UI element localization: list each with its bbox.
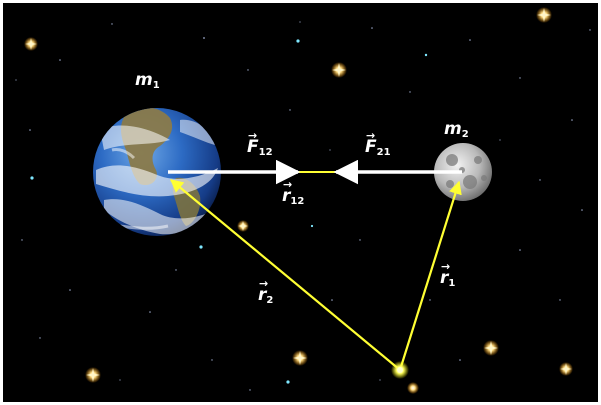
r12-label-sub: 12 bbox=[290, 196, 305, 207]
f12-label: →F12 bbox=[247, 130, 273, 158]
m1-label: m1 bbox=[135, 72, 160, 91]
m2-label-base: m bbox=[444, 119, 462, 139]
r2-label: →r2 bbox=[258, 278, 274, 306]
vector-arrow-icon: → bbox=[366, 129, 376, 142]
star-icon bbox=[24, 7, 573, 394]
r2-vector bbox=[169, 179, 401, 371]
cyan-stars bbox=[30, 39, 428, 384]
r1-label-base: r bbox=[440, 268, 449, 288]
vector-arrow-icon: → bbox=[441, 260, 451, 273]
r12-label-base: r bbox=[282, 186, 291, 206]
f12-label-base: F bbox=[247, 137, 259, 157]
origin-point-icon bbox=[391, 361, 409, 379]
m1-label-base: m bbox=[135, 70, 153, 90]
f12-label-sub: 12 bbox=[258, 147, 273, 158]
m2-label-sub: 2 bbox=[461, 129, 469, 140]
f21-label-sub: 21 bbox=[376, 147, 391, 158]
m1-label-sub: 1 bbox=[152, 80, 160, 91]
r12-label: →r12 bbox=[282, 179, 305, 207]
f21-label: →F21 bbox=[365, 130, 391, 158]
vector-arrow-icon: → bbox=[283, 178, 293, 191]
r1-label: →r1 bbox=[440, 261, 456, 289]
r1-label-sub: 1 bbox=[448, 278, 456, 289]
vector-arrow-icon: → bbox=[248, 129, 258, 142]
vector-arrow-icon: → bbox=[259, 277, 269, 290]
r1-vector bbox=[398, 180, 462, 371]
f21-label-base: F bbox=[365, 137, 377, 157]
earth-icon bbox=[93, 108, 221, 236]
r2-label-sub: 2 bbox=[266, 295, 274, 306]
r2-label-base: r bbox=[258, 285, 267, 305]
m2-label: m2 bbox=[444, 121, 469, 140]
star-field bbox=[15, 21, 591, 391]
